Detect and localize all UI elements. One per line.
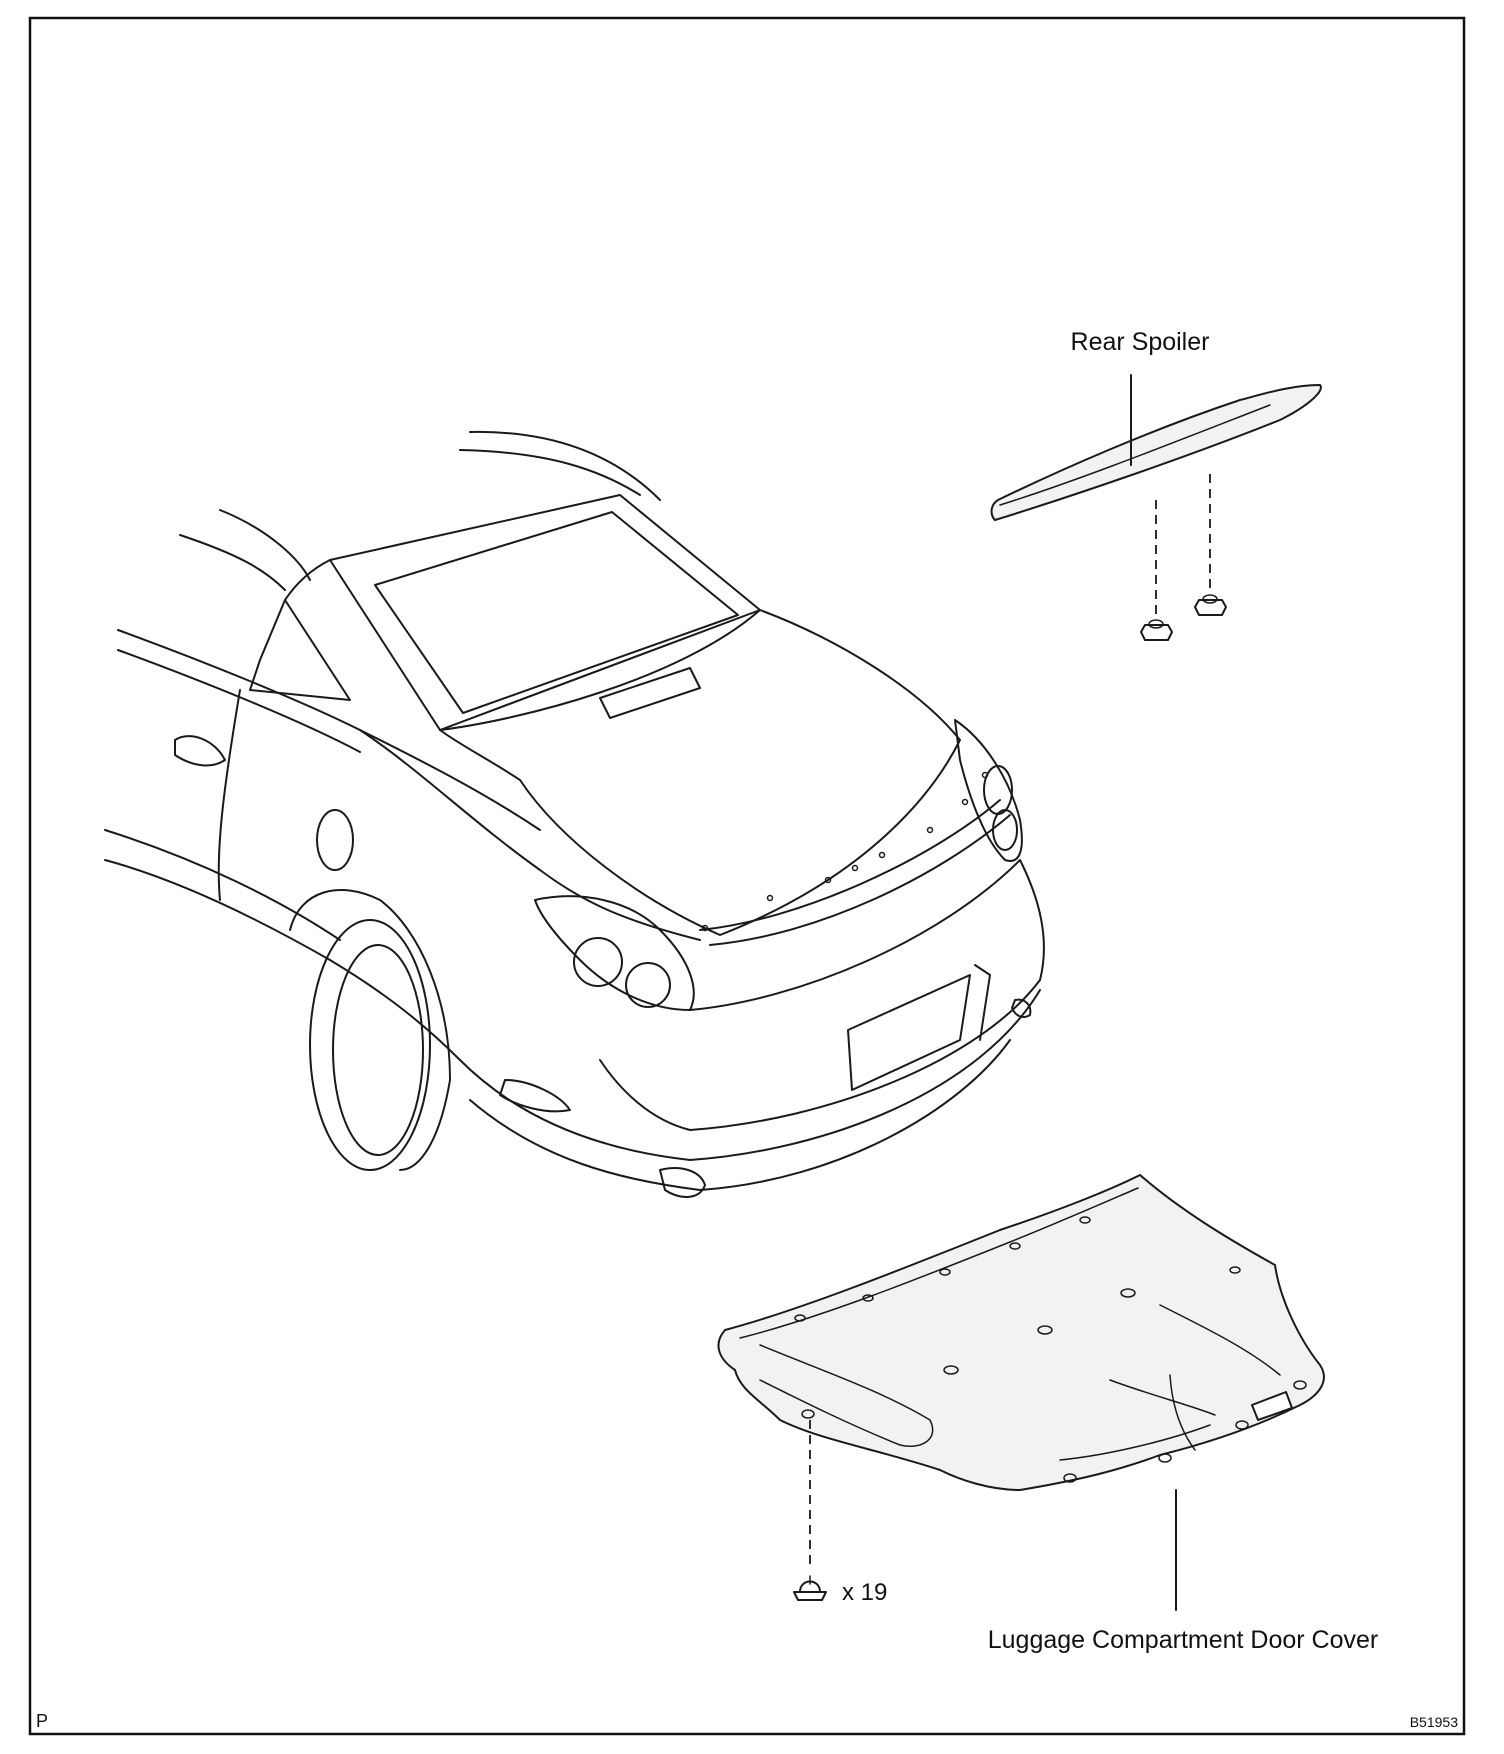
door-lower-line <box>104 829 341 941</box>
a-pillar-top <box>219 509 311 581</box>
rear-bumper-upper <box>599 859 1045 1131</box>
wheel-arch <box>289 889 451 1171</box>
rear-spoiler-part <box>990 384 1322 521</box>
body-character-line <box>117 649 361 753</box>
door-cover-handle-recess <box>1251 1391 1293 1421</box>
c-pillar-edge <box>284 559 331 601</box>
hex-nut-icon <box>1194 594 1227 616</box>
roof-line-outer <box>469 430 661 501</box>
door-cover-clip-holes <box>794 1216 1307 1483</box>
trunk-mounting-holes <box>701 771 989 932</box>
rear-bumper-lower <box>459 989 1041 1161</box>
door-rear-edge <box>217 689 241 901</box>
body-lower-line <box>104 859 461 1061</box>
rear-wheel-outer <box>309 919 431 1171</box>
door-cover-vertical-rib <box>1169 1374 1196 1451</box>
rear-bumper-bottom <box>469 1039 1011 1191</box>
exhaust-tip-right <box>1011 998 1032 1018</box>
corner-mark: P <box>36 1711 48 1731</box>
clip-count-label: x 19 <box>842 1579 887 1606</box>
page-border <box>28 16 1466 1736</box>
tail-lamp-right <box>954 719 1023 862</box>
luggage-door-cover-part <box>717 1174 1325 1491</box>
trunk-groove-1 <box>699 799 1001 931</box>
trunk-groove-2 <box>709 814 1011 946</box>
tail-lamp-left-ring-1 <box>573 937 623 987</box>
license-recess-edge <box>974 964 991 1041</box>
rear-window-glass <box>374 511 739 714</box>
fuel-lid <box>316 809 354 871</box>
tail-lamp-right-ring-1 <box>983 765 1013 815</box>
door-cover-right-rib <box>1159 1304 1281 1376</box>
rear-spoiler-body <box>990 384 1322 521</box>
rear-reflector <box>499 1079 571 1113</box>
trunk-lid <box>439 609 961 936</box>
door-cover-outline <box>717 1174 1325 1491</box>
a-pillar-line <box>179 534 286 591</box>
door-cover-lower-rib <box>1059 1424 1211 1461</box>
car-illustration <box>104 430 1045 1198</box>
hex-nut-icon <box>1140 619 1173 641</box>
door-handle <box>174 735 226 767</box>
high-mount-stop-light <box>599 667 701 719</box>
tail-lamp-right-ring-2 <box>992 809 1018 851</box>
exhaust-tip-left <box>659 1167 706 1198</box>
license-plate-recess <box>847 974 971 1091</box>
rear-wheel-inner <box>332 944 424 1156</box>
rear-spoiler-label: Rear Spoiler <box>1071 328 1210 356</box>
side-window <box>249 599 351 701</box>
figure-code: B51953 <box>1410 1714 1458 1730</box>
luggage-cover-label: Luggage Compartment Door Cover <box>988 1626 1378 1654</box>
tail-lamp-left-ring-2 <box>625 962 671 1008</box>
body-shoulder-line <box>117 629 541 831</box>
door-cover-left-panel <box>759 1344 934 1447</box>
door-cover-center-rib <box>1109 1379 1216 1416</box>
quarter-panel-line <box>359 729 701 941</box>
roof-line-inner <box>459 449 641 496</box>
push-clip-icon <box>793 1575 827 1601</box>
door-cover-top-rim <box>739 1187 1139 1339</box>
